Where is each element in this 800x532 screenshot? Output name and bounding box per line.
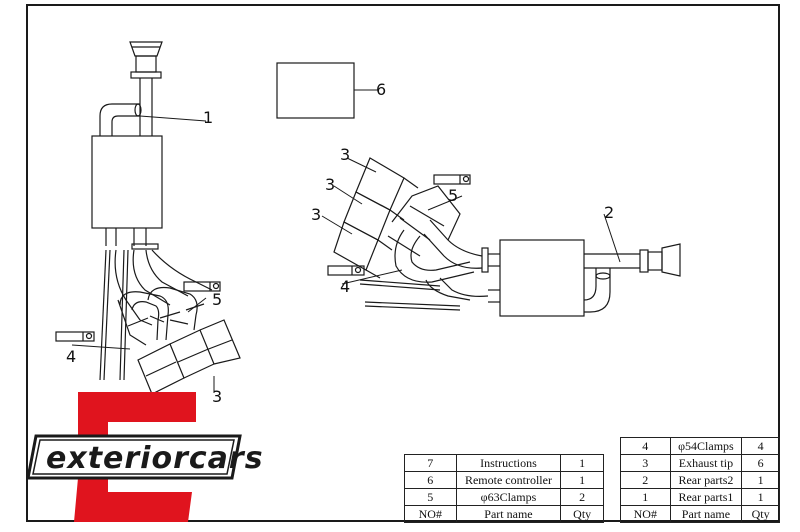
cell-no: 6: [404, 471, 457, 489]
cell-part-name: Exhaust tip: [669, 454, 743, 472]
callout-4-right: 4: [340, 277, 350, 296]
header-part-name: Part name: [669, 505, 743, 523]
callout-3-left: 3: [212, 387, 222, 406]
clamp-4-right-drawing: [327, 265, 365, 276]
header-no: NO#: [620, 505, 671, 523]
clamp-5-right-drawing: [433, 174, 471, 185]
table-header-row: NO# Part name Qty: [620, 505, 780, 523]
callout-3-lower: 3: [311, 205, 321, 224]
clamp-4-left-drawing: [55, 331, 95, 342]
table-row: 7 Instructions 1: [404, 454, 604, 472]
callout-4-left: 4: [66, 347, 76, 366]
cell-qty: 4: [741, 437, 780, 455]
callout-5-right: 5: [448, 186, 458, 205]
cell-qty: 2: [560, 488, 604, 506]
clamp-5-left-drawing: [183, 281, 221, 292]
logo-text: exteriorcars: [46, 441, 264, 476]
exteriorcars-logo: exteriorcars: [26, 392, 264, 522]
cell-no: 7: [404, 454, 457, 472]
leader-lines: [71, 89, 621, 393]
cell-no: 1: [620, 488, 671, 506]
header-no: NO#: [404, 505, 457, 523]
cell-no: 4: [620, 437, 671, 455]
table-row: 5 φ63Clamps 2: [404, 488, 604, 506]
header-qty: Qty: [560, 505, 604, 523]
cell-part-name: Instructions: [455, 454, 562, 472]
drawing-frame: [26, 4, 780, 522]
parts-table-left: 7 Instructions 1 6 Remote controller 1 5…: [404, 454, 604, 523]
cell-part-name: Remote controller: [455, 471, 562, 489]
cell-part-name: Rear parts2: [669, 471, 743, 489]
table-row: 3 Exhaust tip 6: [620, 454, 780, 472]
table-row: 1 Rear parts1 1: [620, 488, 780, 506]
cell-no: 3: [620, 454, 671, 472]
header-qty: Qty: [741, 505, 780, 523]
cell-no: 2: [620, 471, 671, 489]
callout-1: 1: [203, 108, 213, 127]
remote-controller-drawing: [276, 62, 355, 119]
cell-qty: 1: [560, 454, 604, 472]
table-row: 4 φ54Clamps 4: [620, 437, 780, 455]
cell-qty: 1: [741, 471, 780, 489]
cell-qty: 1: [560, 471, 604, 489]
parts-table-right: 4 φ54Clamps 4 3 Exhaust tip 6 2 Rear par…: [620, 437, 780, 523]
callout-2: 2: [604, 203, 614, 222]
cell-qty: 1: [741, 488, 780, 506]
table-header-row: NO# Part name Qty: [404, 505, 604, 523]
callout-6: 6: [376, 80, 386, 99]
callout-3-middle: 3: [325, 175, 335, 194]
cell-no: 5: [404, 488, 457, 506]
callout-3-upper: 3: [340, 145, 350, 164]
cell-part-name: φ54Clamps: [669, 437, 743, 455]
table-row: 6 Remote controller 1: [404, 471, 604, 489]
cell-part-name: Rear parts1: [669, 488, 743, 506]
rear-part-1-drawing: [91, 41, 241, 395]
cell-qty: 6: [741, 454, 780, 472]
rear-part-2-drawing: [333, 157, 681, 317]
cell-part-name: φ63Clamps: [455, 488, 562, 506]
callout-5-left: 5: [212, 290, 222, 309]
table-row: 2 Rear parts2 1: [620, 471, 780, 489]
header-part-name: Part name: [455, 505, 562, 523]
